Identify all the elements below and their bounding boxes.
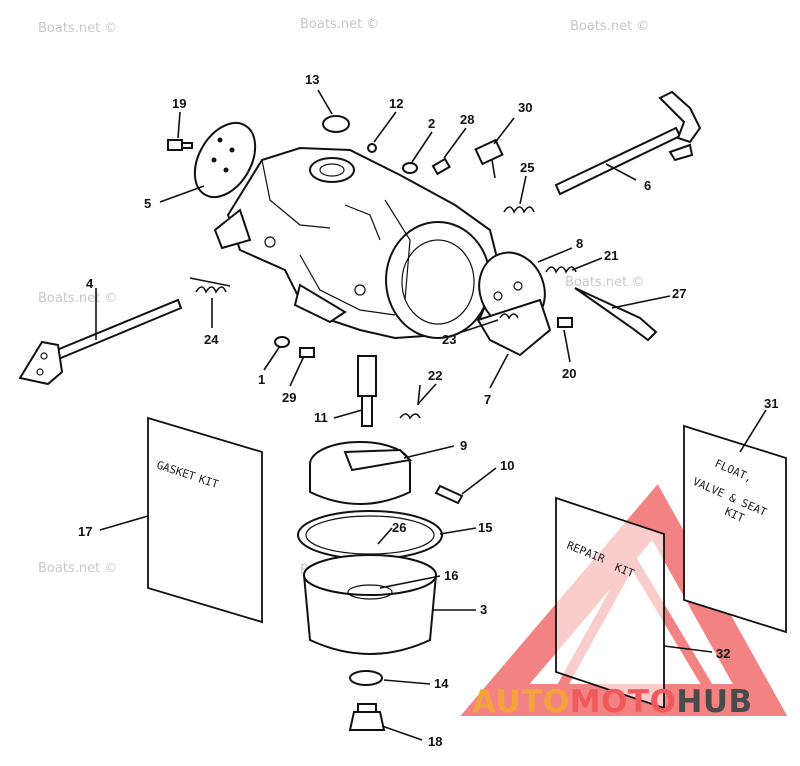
float-9 bbox=[309, 441, 413, 505]
watermark: Boats.net © bbox=[300, 17, 379, 32]
screw-19 bbox=[167, 139, 193, 151]
fitting-30 bbox=[474, 138, 504, 179]
callout-10: 10 bbox=[500, 458, 514, 473]
watermark: Boats.net © bbox=[565, 275, 644, 290]
callout-13: 13 bbox=[305, 72, 319, 87]
callout-28: 28 bbox=[460, 112, 474, 127]
brand-part-auto: AUTO bbox=[472, 684, 570, 720]
callout-5: 5 bbox=[144, 196, 151, 211]
needle-screw-27 bbox=[574, 287, 658, 342]
ball-12 bbox=[367, 143, 377, 153]
callout-25: 25 bbox=[520, 160, 534, 175]
gasket-15 bbox=[297, 510, 443, 560]
float-valve-seat-kit-card: FLOAT, VALVE & SEAT KIT bbox=[683, 424, 787, 634]
automotohub-logo: AUTOMOTOHUB bbox=[472, 684, 753, 720]
callout-24: 24 bbox=[204, 332, 219, 347]
leader-lines bbox=[95, 89, 767, 741]
plate-7 bbox=[476, 298, 552, 357]
nozzle-11 bbox=[357, 355, 377, 427]
callout-3: 3 bbox=[480, 602, 487, 617]
spring-24 bbox=[189, 277, 231, 294]
callout-19: 19 bbox=[172, 96, 186, 111]
callout-23: 23 bbox=[442, 332, 456, 347]
callout-31: 31 bbox=[764, 396, 778, 411]
throttle-shaft-6 bbox=[554, 90, 702, 196]
washer-14 bbox=[349, 670, 383, 686]
watermark: Boats.net © bbox=[38, 291, 117, 306]
callout-32: 32 bbox=[716, 646, 730, 661]
callout-20: 20 bbox=[562, 366, 576, 381]
callout-22: 22 bbox=[428, 368, 442, 383]
watermark: Boats.net © bbox=[38, 561, 117, 576]
spring-22 bbox=[399, 384, 421, 420]
screw-29 bbox=[299, 347, 315, 358]
callout-11: 11 bbox=[314, 410, 328, 425]
callout-7: 7 bbox=[484, 392, 491, 407]
brand-part-hub: HUB bbox=[676, 684, 753, 720]
callout-8: 8 bbox=[576, 236, 583, 251]
callout-26: 26 bbox=[392, 520, 406, 535]
spring-21 bbox=[545, 266, 577, 274]
spring-25 bbox=[503, 206, 535, 214]
gasket-kit-line: KIT bbox=[197, 472, 220, 491]
callout-16: 16 bbox=[444, 568, 458, 583]
callout-12: 12 bbox=[389, 96, 403, 111]
callout-17: 17 bbox=[78, 524, 92, 539]
repair-kit-card: REPAIR KIT bbox=[555, 496, 665, 710]
callout-4: 4 bbox=[86, 276, 94, 291]
carburetor-body bbox=[213, 146, 502, 340]
callout-2: 2 bbox=[428, 116, 435, 131]
callout-6: 6 bbox=[644, 178, 651, 193]
brand-part-moto: MOTO bbox=[569, 684, 677, 720]
callout-21: 21 bbox=[604, 248, 618, 263]
welch-plug-13 bbox=[322, 115, 350, 133]
screw-20 bbox=[557, 317, 573, 328]
watermark: Boats.net © bbox=[570, 19, 649, 34]
choke-shaft-4 bbox=[18, 298, 183, 386]
callout-27: 27 bbox=[672, 286, 686, 301]
spring-23 bbox=[499, 313, 519, 320]
callout-14: 14 bbox=[434, 676, 449, 691]
callout-30: 30 bbox=[518, 100, 532, 115]
callout-9: 9 bbox=[460, 438, 467, 453]
pin-28 bbox=[431, 157, 451, 176]
callout-18: 18 bbox=[428, 734, 442, 749]
gasket-kit-card: GASKET KIT bbox=[147, 416, 263, 624]
callout-15: 15 bbox=[478, 520, 492, 535]
float-bowl-3 bbox=[303, 554, 437, 655]
callouts: 13 12 19 2 28 30 5 25 6 4 24 8 21 27 23 … bbox=[78, 72, 778, 749]
drain-plug-18 bbox=[348, 703, 386, 731]
choke-plate-5 bbox=[193, 122, 257, 198]
callout-1: 1 bbox=[258, 372, 265, 387]
watermark: Boats.net © bbox=[38, 21, 117, 36]
washer-1 bbox=[274, 336, 290, 348]
callout-29: 29 bbox=[282, 390, 296, 405]
pin-10 bbox=[434, 484, 464, 505]
washer-2 bbox=[402, 162, 418, 174]
